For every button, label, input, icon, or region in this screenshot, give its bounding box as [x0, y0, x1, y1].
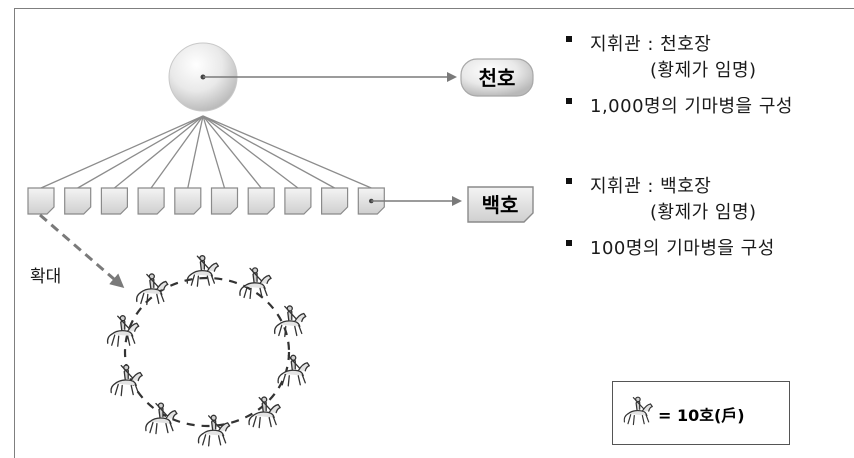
- sub-unit-bullet-1: 100명의 기마병을 구성: [566, 234, 775, 260]
- top-unit-bullet-0: 지휘관 : 천호장: [566, 30, 712, 56]
- top-unit-tag: [460, 58, 534, 97]
- top-unit-bullet-subtext: (황제가 임명): [650, 60, 757, 81]
- fan-line: [113, 115, 204, 189]
- expand-label: 확대: [30, 267, 62, 287]
- bullet-square-icon: [566, 178, 572, 184]
- bullet-square-icon: [566, 98, 572, 104]
- horse-rider-icon: [239, 267, 272, 300]
- horse-rider-icon: [277, 354, 310, 387]
- sub-unit-box: [137, 187, 165, 215]
- sub-unit-box: [64, 187, 92, 215]
- sub-unit-box: [321, 187, 349, 215]
- top-unit-bullet-text: 지휘관 : 천호장: [590, 34, 712, 55]
- top-unit-bullet-1: 1,000명의 기마병을 구성: [566, 92, 793, 118]
- sub-unit-tag: [467, 186, 534, 223]
- fan-line: [202, 115, 226, 189]
- expand-arrow: [39, 213, 125, 288]
- sub-unit-bullet-subtext: (황제가 임명): [650, 202, 757, 223]
- fan-line: [40, 115, 204, 189]
- legend-text: = 10호(戶): [658, 406, 745, 425]
- horse-rider-icon: [623, 396, 653, 426]
- fan-line: [202, 115, 299, 189]
- sub-unit-box: [27, 187, 55, 215]
- sub-unit-bullet-0: 지휘관 : 백호장: [566, 172, 712, 198]
- top-unit-label: 천호: [479, 66, 516, 90]
- horse-rider-icon: [273, 305, 307, 338]
- sub-unit-box: [210, 187, 239, 215]
- top-unit-bullet-text: 1,000명의 기마병을 구성: [590, 96, 793, 117]
- horse-rider-icon: [145, 402, 178, 435]
- top-border: [14, 8, 854, 9]
- bullet-square-icon: [566, 240, 572, 246]
- horse-rider-icon: [136, 273, 169, 306]
- fan-line: [202, 115, 372, 189]
- sub-unit-box: [284, 187, 312, 215]
- horse-rider-icon: [197, 414, 231, 447]
- horse-rider-icon: [106, 315, 140, 347]
- sub-unit-box: [100, 187, 128, 215]
- fan-line: [150, 115, 204, 189]
- fan-line: [202, 115, 262, 189]
- horse-rider-icon: [110, 364, 143, 397]
- rider-ring: [123, 276, 291, 428]
- sub-unit-bullet-text: 지휘관 : 백호장: [590, 176, 712, 197]
- sub-unit-label: 백호: [482, 193, 519, 217]
- sub-unit-box: [174, 187, 202, 215]
- horse-rider-icon: [248, 396, 281, 429]
- legend-box: = 10호(戶): [612, 381, 790, 445]
- sub-unit-bullet-text: 100명의 기마병을 구성: [590, 238, 775, 259]
- fan-line: [187, 115, 204, 189]
- fan-line: [77, 115, 204, 189]
- left-border: [14, 8, 15, 458]
- horse-rider-icon: [186, 255, 220, 287]
- sub-unit-box: [247, 187, 275, 215]
- bullet-square-icon: [566, 36, 572, 42]
- fan-line: [202, 115, 335, 189]
